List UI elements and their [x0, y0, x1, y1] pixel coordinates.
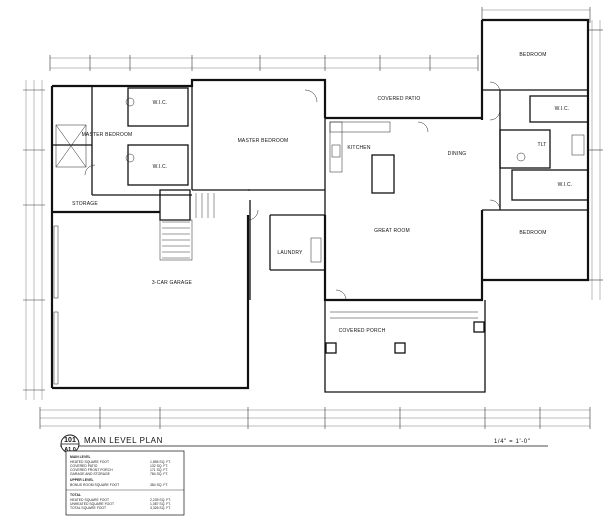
room-garage: 3-CAR GARAGE [152, 280, 193, 286]
sheet-number: 101 [64, 437, 76, 444]
area-table: MAIN LEVEL HEATED SQUARE FOOT 1,855 SQ. … [65, 450, 185, 516]
area-row-value: 1,087 SQ. FT. [150, 502, 171, 506]
room-great-room: GREAT ROOM [374, 228, 410, 234]
room-wic-right: W.I.C. [555, 106, 570, 112]
room-laundry: LAUNDRY [277, 250, 303, 256]
dimension-lines [23, 7, 603, 429]
area-row-value: 1,855 SQ. FT. [150, 460, 171, 464]
title-block: 101 A1.0 MAIN LEVEL PLAN 1/4" = 1'-0" [60, 434, 548, 454]
room-wic-right-2: W.I.C. [558, 182, 573, 188]
area-row-label: TOTAL SQUARE FOOT [70, 506, 106, 510]
room-wic-master-2: W.I.C. [153, 164, 168, 170]
room-covered-patio: COVERED PATIO [378, 96, 421, 102]
area-row-label: COVERED PATIO [70, 464, 98, 468]
room-dining: DINING [448, 151, 467, 157]
room-covered-porch: COVERED PORCH [339, 328, 386, 334]
area-row-value: 784 SQ. FT. [150, 472, 168, 476]
area-row-label: HEATED SQUARE FOOT [70, 460, 109, 464]
drawing-title: MAIN LEVEL PLAN [84, 436, 163, 445]
area-row-value: 171 SQ. FT. [150, 468, 168, 472]
area-row-label: COVERED FRONT PORCH [70, 468, 113, 472]
area-heading-upper: UPPER LEVEL [70, 478, 94, 482]
room-kitchen: KITCHEN [347, 145, 371, 151]
area-row-label: GARAGE AND STORAGE [70, 472, 111, 476]
room-storage: STORAGE [72, 201, 98, 207]
room-bedroom-right: BEDROOM [519, 230, 546, 236]
room-bedroom-top: BEDROOM [519, 52, 546, 58]
area-row-value: 132 SQ. FT. [150, 464, 168, 468]
drawing-scale: 1/4" = 1'-0" [494, 439, 530, 445]
area-row-label: HEATED SQUARE FOOT [70, 498, 109, 502]
room-labels: BEDROOM W.I.C. W.I.C. MASTER BEDROOM MAS… [72, 52, 572, 334]
exterior-walls [50, 18, 590, 393]
room-tlt: TLT [537, 142, 546, 148]
interior-walls [51, 81, 589, 385]
area-row-label: BONUS ROOM SQUARE FOOT [70, 483, 119, 487]
room-master-bedroom-left: MASTER BEDROOM [82, 132, 133, 138]
area-row-value: 3,326 SQ. FT. [150, 506, 171, 510]
area-heading-main: MAIN LEVEL [70, 455, 91, 459]
area-row-value: 2,239 SQ. FT. [150, 498, 171, 502]
area-row-value: 384 SQ. FT. [150, 483, 168, 487]
area-row-label: UNHEATED SQUARE FOOT [70, 502, 114, 506]
room-master-bedroom-main: MASTER BEDROOM [238, 138, 289, 144]
room-wic-master-1: W.I.C. [153, 100, 168, 106]
sheet-id: A1.0 [64, 447, 76, 453]
area-heading-total: TOTAL [70, 493, 81, 497]
